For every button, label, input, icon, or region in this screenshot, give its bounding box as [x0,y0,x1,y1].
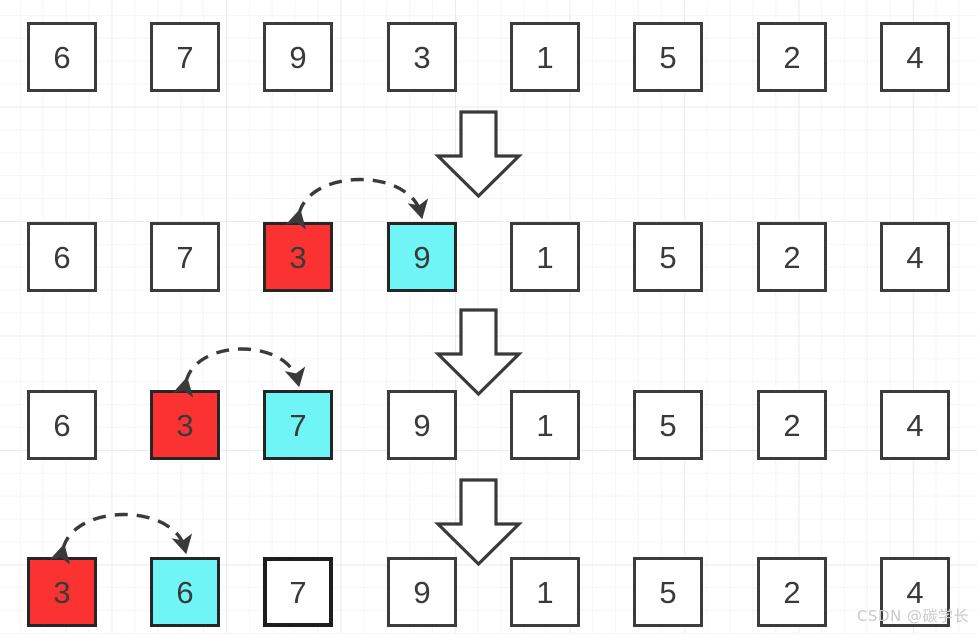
cell-r3-c7[interactable]: 2 [757,390,827,460]
cell-r4-c1[interactable]: 3 [27,557,97,627]
cell-r1-c8[interactable]: 4 [880,22,950,92]
cell-r2-c8[interactable]: 4 [880,222,950,292]
cell-r2-c6[interactable]: 5 [633,222,703,292]
cell-r2-c3[interactable]: 3 [263,222,333,292]
cell-r3-c3[interactable]: 7 [263,390,333,460]
swap-arc-row-4 [49,512,193,565]
cell-r1-c2[interactable]: 7 [150,22,220,92]
cell-r4-c6[interactable]: 5 [633,557,703,627]
cell-r4-c8[interactable]: 4 [880,557,950,627]
cell-r3-c8[interactable]: 4 [880,390,950,460]
cell-r1-c5[interactable]: 1 [510,22,580,92]
cell-r3-c5[interactable]: 1 [510,390,580,460]
down-block-arrow-icon-3 [434,478,523,567]
cell-r2-c5[interactable]: 1 [510,222,580,292]
cell-r1-c4[interactable]: 3 [387,22,457,92]
cell-r1-c6[interactable]: 5 [633,22,703,92]
swap-arc-row-2 [285,177,429,230]
cell-r3-c1[interactable]: 6 [27,390,97,460]
watermark: CSDN @碳学长 [856,607,969,625]
cell-r1-c7[interactable]: 2 [757,22,827,92]
cell-r2-c1[interactable]: 6 [27,222,97,292]
cell-r4-c2[interactable]: 6 [150,557,220,627]
cell-r3-c2[interactable]: 3 [150,390,220,460]
down-block-arrow-icon-2 [434,308,523,397]
cell-r4-c5[interactable]: 1 [510,557,580,627]
cell-r3-c4[interactable]: 9 [387,390,457,460]
cell-r4-c7[interactable]: 2 [757,557,827,627]
cell-r2-c2[interactable]: 7 [150,222,220,292]
cell-r2-c4[interactable]: 9 [387,222,457,292]
swap-arc-row-3 [172,347,306,398]
down-block-arrow-icon-1 [434,110,523,199]
cell-r1-c3[interactable]: 9 [263,22,333,92]
cell-r4-c3[interactable]: 7 [263,557,333,627]
cell-r2-c7[interactable]: 2 [757,222,827,292]
cell-r4-c4[interactable]: 9 [387,557,457,627]
cell-r3-c6[interactable]: 5 [633,390,703,460]
cell-r1-c1[interactable]: 6 [27,22,97,92]
